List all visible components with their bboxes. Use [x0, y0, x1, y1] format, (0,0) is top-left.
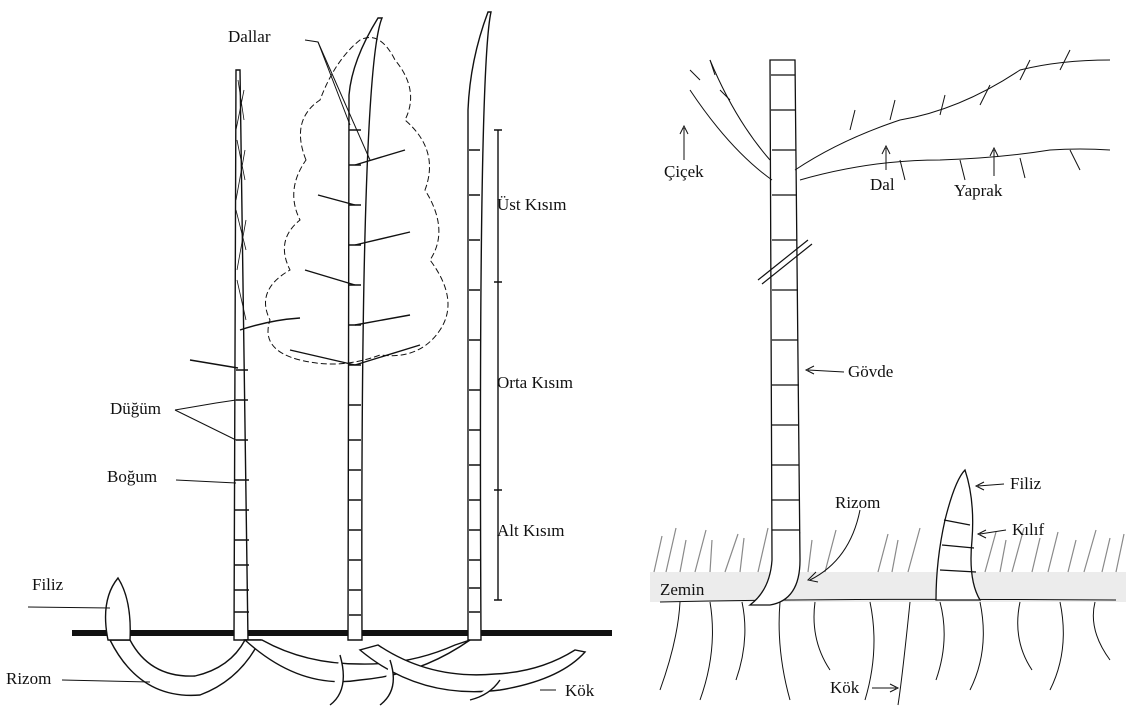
label-zemin: Zemin	[660, 581, 704, 598]
label-alt-kisim: Alt Kısım	[497, 522, 565, 539]
label-kok: Kök	[830, 679, 859, 696]
label-cicek: Çiçek	[664, 163, 704, 180]
rhizome-network	[110, 640, 585, 705]
label-kilif: Kılıf	[1012, 521, 1044, 538]
ground-line	[72, 630, 612, 636]
label-filiz: Filiz	[1010, 475, 1041, 492]
label-kok: Kök	[565, 682, 594, 699]
label-rizom: Rizom	[6, 670, 51, 687]
culm-right	[468, 12, 491, 640]
shoot	[936, 470, 980, 600]
label-filiz: Filiz	[32, 576, 63, 593]
label-dugum: Düğüm	[110, 400, 161, 417]
grass	[654, 528, 1124, 572]
label-dallar: Dallar	[228, 28, 270, 45]
culm-left	[190, 70, 300, 640]
soil-band	[650, 572, 1126, 602]
culm-middle	[266, 18, 449, 640]
label-bogum: Boğum	[107, 468, 157, 485]
culm	[750, 60, 812, 605]
label-govde: Gövde	[848, 363, 893, 380]
label-dal: Dal	[870, 176, 895, 193]
label-ust-kisim: Üst Kısım	[497, 196, 566, 213]
bamboo-structure-diagram: Dallar Üst Kısım Orta Kısım Alt Kısım Dü…	[0, 0, 612, 710]
bamboo-plant-drawing	[640, 0, 1126, 710]
bamboo-plant-illustration: Çiçek Dal Yaprak Gövde Filiz Rizom Kılıf…	[640, 0, 1126, 710]
label-orta-kisim: Orta Kısım	[497, 374, 573, 391]
roots	[660, 599, 1116, 705]
bamboo-structure-drawing	[0, 0, 612, 710]
label-rizom: Rizom	[835, 494, 880, 511]
shoot	[106, 578, 131, 640]
branches-leaves	[690, 50, 1110, 180]
label-yaprak: Yaprak	[954, 182, 1002, 199]
leader-lines	[680, 126, 1006, 692]
